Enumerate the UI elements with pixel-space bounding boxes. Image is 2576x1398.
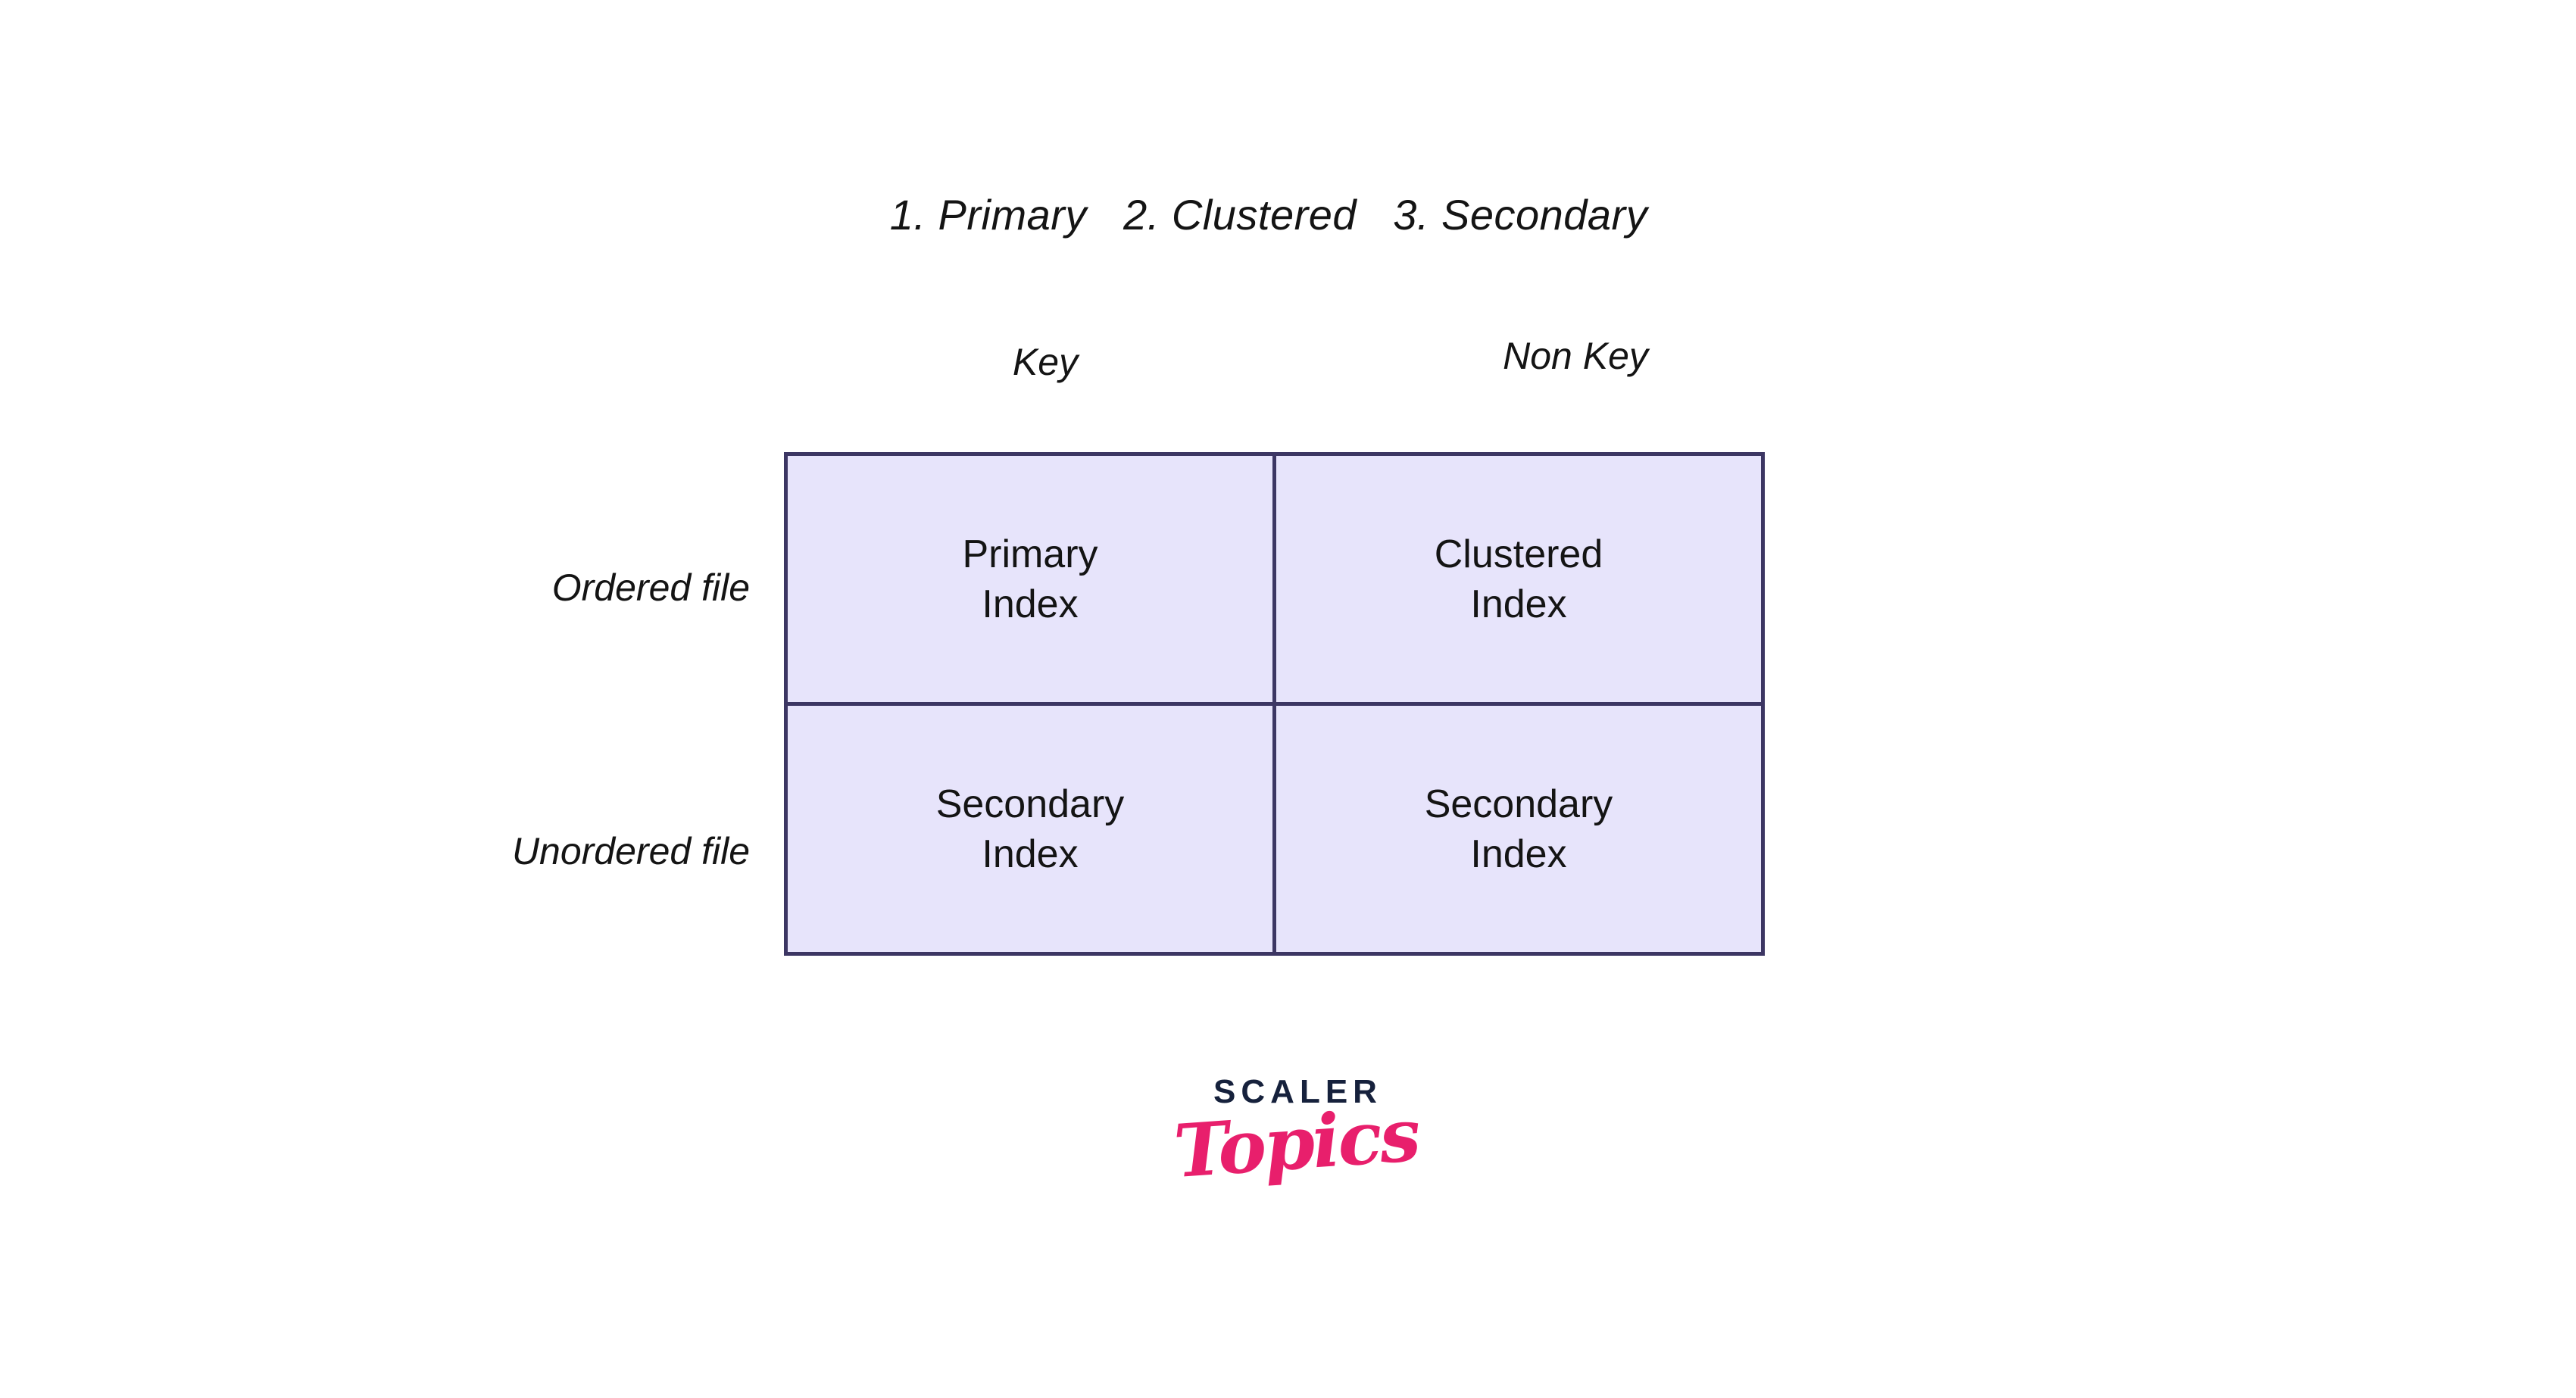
- table-row: Primary Index Clustered Index: [784, 452, 1765, 706]
- column-header-non-key: Non Key: [1503, 335, 1648, 377]
- page-title: 1. Primary 2. Clustered 3. Secondary: [889, 191, 1648, 239]
- cell-ordered-nonkey: Clustered Index: [1272, 452, 1765, 706]
- index-type-matrix: Primary Index Clustered Index Secondary …: [784, 452, 1765, 956]
- cell-label-secondary-index-key: Secondary Index: [935, 782, 1125, 876]
- cell-label-clustered-index: Clustered Index: [1434, 532, 1603, 626]
- logo-wordmark-scaler: SCALER: [1213, 1073, 1382, 1110]
- cell-ordered-key: Primary Index: [784, 452, 1276, 706]
- cell-unordered-nonkey: Secondary Index: [1272, 702, 1765, 956]
- table-row: Secondary Index Secondary Index: [784, 702, 1765, 956]
- cell-label-secondary-index-nonkey: Secondary Index: [1424, 782, 1613, 876]
- row-header-unordered-file: Unordered file: [511, 830, 750, 872]
- cell-unordered-key: Secondary Index: [784, 702, 1276, 956]
- column-header-key: Key: [1012, 341, 1079, 383]
- row-header-ordered-file: Ordered file: [551, 566, 750, 609]
- cell-label-primary-index: Primary Index: [962, 532, 1098, 626]
- scaler-topics-logo: SCALER Topics: [1144, 1073, 1447, 1195]
- logo-script-topics: Topics: [1171, 1091, 1422, 1195]
